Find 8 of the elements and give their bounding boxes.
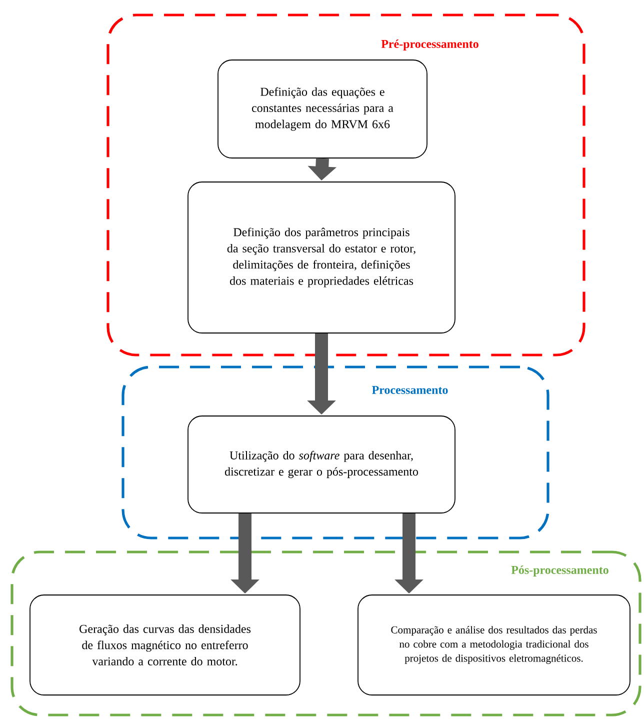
process-box: Geração das curvas das densidades de fluxos magnético no entreferro variando a corrente do motor. [30,594,300,696]
process-box: Definição dos parâmetros principais da seção transversal do estator e rotor, delimitações de fronteira, definições dos materiais e propriedades elétricas [188,182,456,334]
group-heading: Processamento [372,386,448,394]
group-heading: Pós-processamento [511,566,608,576]
process-box: Definição das equações e constantes necessárias para a modelagem do MRVM 6x6 [218,60,428,158]
process-box: Utilização do software para desenhar, discretizar e gerar o pós-processamento [188,416,456,514]
group-heading: Pré-processamento [381,40,478,50]
process-box: Comparação e análise dos resultados das perdas no cobre com a metodologia tradicional dos projetos de dispositivos eletromagnéticos. [358,594,630,696]
